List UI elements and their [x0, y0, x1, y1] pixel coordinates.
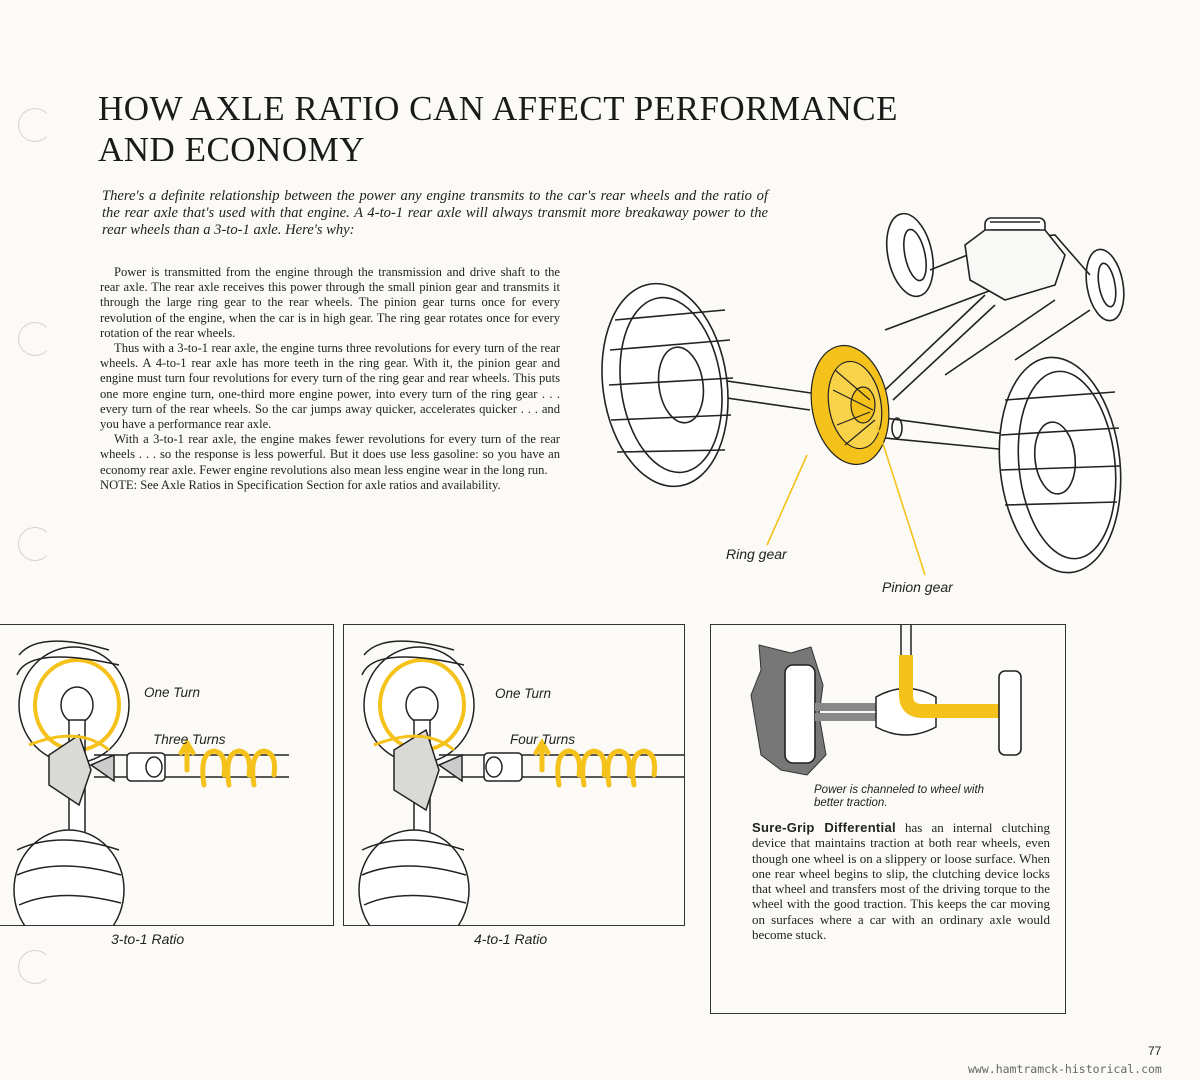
ring-gear: [810, 344, 890, 466]
rear-right-wheel: [998, 356, 1122, 574]
ring-gear-4to1: [393, 728, 440, 812]
caption-4to1: 4-to-1 Ratio: [474, 931, 548, 947]
intro-paragraph: There's a definite relationship between …: [102, 188, 768, 238]
binder-hole-5: [18, 950, 52, 984]
drive-shaft: [884, 294, 996, 401]
left-wheel: [784, 664, 816, 764]
one-turn-label-3to1: One Turn: [144, 685, 201, 700]
rear-left-far-wheel: [885, 212, 935, 298]
sure-grip-description: Sure-Grip Differential has an internal c…: [752, 820, 1050, 942]
sure-grip-body: has an internal clutching device that ma…: [752, 820, 1050, 943]
diagram-4to1: [358, 640, 684, 925]
title-line-1: HOW AXLE RATIO CAN AFFECT PERFORMANCE: [98, 89, 898, 128]
ring-gear-label: Ring gear: [726, 546, 787, 562]
watermark: www.hamtramck-historical.com: [968, 1062, 1162, 1076]
body-paragraph-3: With a 3-to-1 rear axle, the engine make…: [100, 432, 560, 477]
panel-3to1: One Turn Three Turns: [0, 624, 334, 926]
turns-label-4to1: Four Turns: [510, 732, 576, 747]
sure-grip-diagram: [750, 625, 1022, 776]
body-note: NOTE: See Axle Ratios in Specification S…: [100, 477, 501, 492]
binder-hole-1: [18, 108, 52, 142]
one-turn-label-4to1: One Turn: [495, 686, 552, 701]
body-paragraph-2: Thus with a 3-to-1 rear axle, the engine…: [100, 341, 560, 432]
body-paragraph-1: Power is transmitted from the engine thr…: [100, 265, 560, 340]
rear-left-wheel: [601, 282, 729, 488]
diagram-3to1: [13, 640, 289, 925]
pinion-gear-label: Pinion gear: [882, 579, 953, 595]
binder-hole-3: [18, 527, 52, 561]
title-line-2: AND ECONOMY: [98, 130, 366, 169]
page-title: HOW AXLE RATIO CAN AFFECT PERFORMANCE AN…: [98, 88, 958, 170]
sure-grip-caption: Power is channeled to wheel with better …: [814, 784, 985, 809]
right-wheel: [998, 670, 1022, 756]
panel-4to1: One Turn Four Turns: [343, 624, 685, 926]
turns-label-3to1: Three Turns: [153, 732, 226, 747]
power-path: [899, 655, 1001, 718]
binder-hole-2: [18, 322, 52, 356]
ring-gear-3to1: [48, 733, 92, 807]
body-text: Power is transmitted from the engine thr…: [100, 265, 560, 493]
caption-3to1: 3-to-1 Ratio: [111, 931, 185, 947]
spiral-arrow-4to1: [533, 738, 657, 788]
axle-illustration: [601, 212, 1125, 576]
spiral-arrow-3to1: [178, 738, 277, 788]
sure-grip-panel: [710, 624, 1066, 1014]
sure-grip-heading: Sure-Grip Differential: [752, 820, 896, 835]
page-number: 77: [1148, 1044, 1162, 1058]
